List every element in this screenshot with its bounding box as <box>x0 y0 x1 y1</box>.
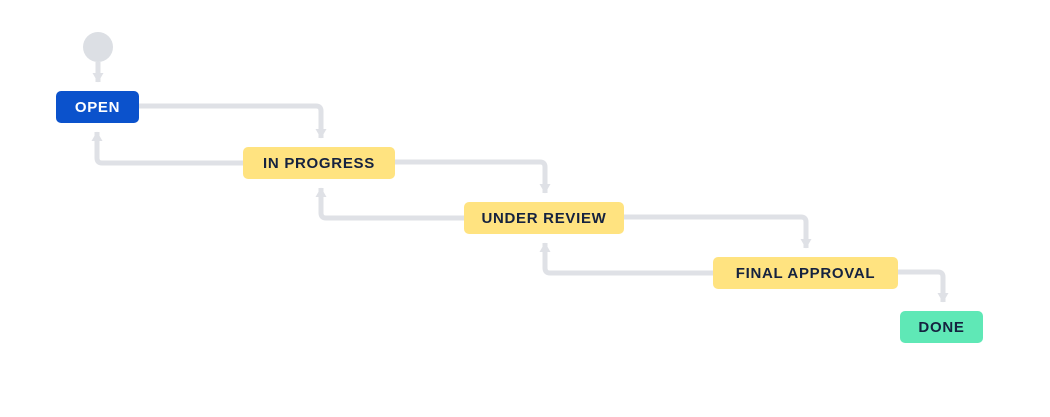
status-node-label: FINAL APPROVAL <box>735 264 876 282</box>
status-node-final-approval[interactable]: FINAL APPROVAL <box>713 257 898 289</box>
connector-in-progress-to-open <box>91 131 243 166</box>
connector-in-progress-to-under-review <box>395 159 551 194</box>
connector-final-approval-to-under-review <box>539 242 713 276</box>
status-node-label: OPEN <box>74 98 121 116</box>
start-circle <box>83 32 113 62</box>
status-node-label: UNDER REVIEW <box>481 209 607 227</box>
status-node-label: DONE <box>918 318 965 336</box>
status-node-in-progress[interactable]: IN PROGRESS <box>243 147 395 179</box>
connector-open-to-in-progress <box>139 103 327 139</box>
status-node-under-review[interactable]: UNDER REVIEW <box>464 202 624 234</box>
status-node-label: IN PROGRESS <box>263 154 375 172</box>
connector-final-approval-to-done <box>898 269 949 303</box>
status-node-open[interactable]: OPEN <box>56 91 139 123</box>
connector-under-review-to-in-progress <box>315 187 464 221</box>
status-node-done[interactable]: DONE <box>900 311 983 343</box>
connector-under-review-to-final-approval <box>624 214 812 249</box>
